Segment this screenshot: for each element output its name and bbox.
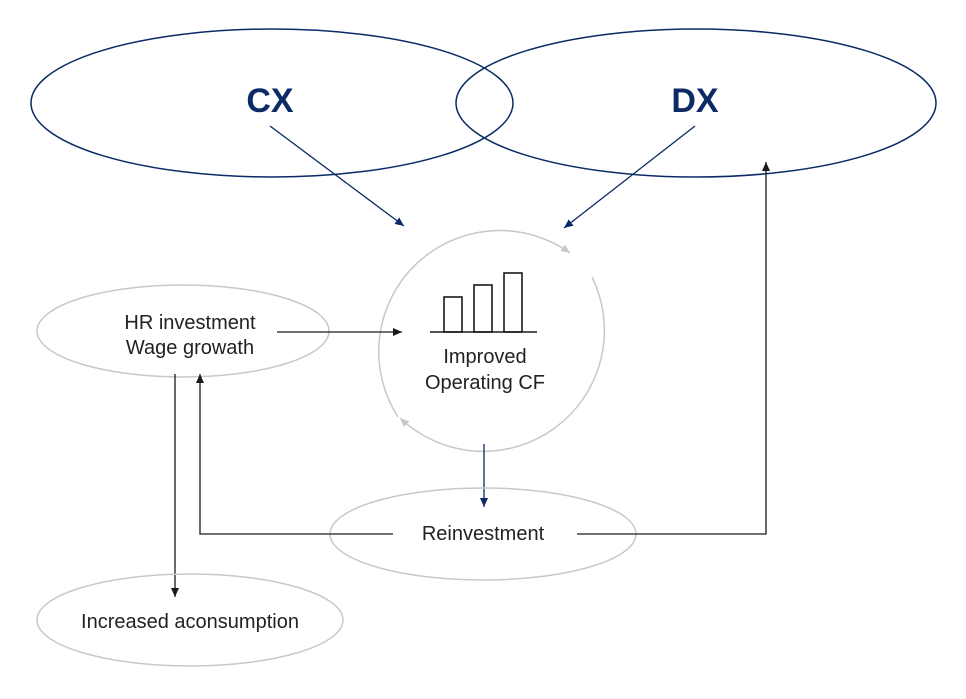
cx-ellipse	[30, 28, 514, 178]
hr-label-line1: HR investment	[124, 312, 256, 334]
cycle-arc-lower	[399, 276, 606, 453]
consumption-ellipse	[36, 573, 344, 667]
cx-to-center-arrow	[269, 125, 405, 227]
hr-ellipse	[36, 284, 330, 378]
reinvestment-to-hr-arrow	[196, 374, 393, 535]
cx-label: CX	[246, 82, 294, 120]
reinvestment-label: Reinvestment	[422, 523, 545, 545]
cycle-arc-upper	[378, 229, 571, 418]
reinvestment-to-dx-arrow	[577, 162, 770, 535]
hr-label-line2: Wage growath	[126, 337, 254, 359]
dx-ellipse	[455, 28, 937, 178]
center-label-line1: Improved	[443, 346, 526, 368]
consumption-label: Increased aconsumption	[81, 611, 299, 633]
bar-chart-icon	[430, 272, 537, 333]
dx-to-center-arrow	[563, 125, 696, 229]
center-label-line2: Operating CF	[425, 372, 545, 394]
dx-label: DX	[671, 82, 719, 120]
